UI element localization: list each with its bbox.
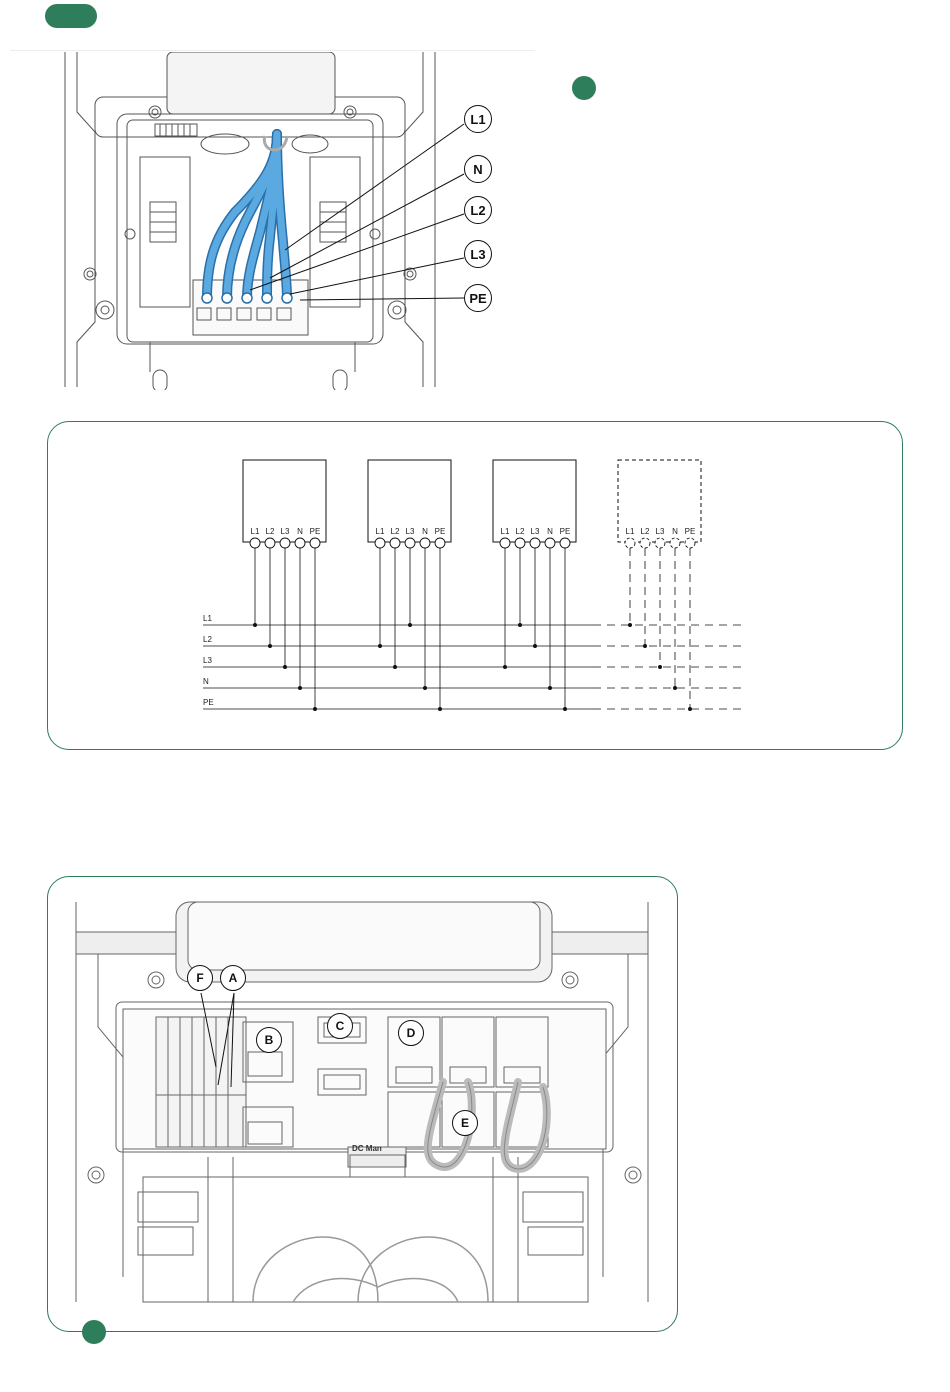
callout-l2: L2 — [464, 196, 492, 224]
terminal-label-l1: L1 — [626, 527, 635, 536]
terminal-connector — [670, 538, 680, 548]
terminal-label-pe: PE — [685, 527, 696, 536]
terminal-label-l3: L3 — [531, 527, 540, 536]
junction-dot — [393, 665, 397, 669]
junction-dot — [563, 707, 567, 711]
terminal-label-n: N — [422, 527, 428, 536]
terminal-connector — [685, 538, 695, 548]
terminal-label-n: N — [547, 527, 553, 536]
junction-dot — [533, 644, 537, 648]
terminal-connector — [310, 538, 320, 548]
terminal-label-l1: L1 — [251, 527, 260, 536]
bus-label-l1: L1 — [203, 614, 212, 623]
junction-dot — [518, 623, 522, 627]
callout-c: C — [327, 1013, 353, 1039]
callout-a: A — [220, 965, 246, 991]
junction-dot — [423, 686, 427, 690]
terminal-connector — [435, 538, 445, 548]
terminal-connector — [265, 538, 275, 548]
junction-dot — [643, 644, 647, 648]
junction-dot — [313, 707, 317, 711]
junction-dot — [503, 665, 507, 669]
junction-dot — [378, 644, 382, 648]
junction-dot — [688, 707, 692, 711]
terminal-connector — [515, 538, 525, 548]
terminal-label-l1: L1 — [501, 527, 510, 536]
junction-dot — [548, 686, 552, 690]
callout-n: N — [464, 155, 492, 183]
terminal-label-l3: L3 — [281, 527, 290, 536]
junction-dot — [268, 644, 272, 648]
terminal-connector — [655, 538, 665, 548]
terminal-label-l2: L2 — [516, 527, 525, 536]
terminal-connector — [375, 538, 385, 548]
terminal-connector — [500, 538, 510, 548]
terminal-connector — [560, 538, 570, 548]
terminal-label-pe: PE — [310, 527, 321, 536]
junction-dot — [408, 623, 412, 627]
junction-dot — [628, 623, 632, 627]
step-marker-dot-bottom — [82, 1320, 106, 1344]
bus-label-n: N — [203, 677, 209, 686]
callout-e: E — [452, 1110, 478, 1136]
junction-dot — [283, 665, 287, 669]
terminal-connector — [250, 538, 260, 548]
junction-dot — [298, 686, 302, 690]
terminal-connector — [295, 538, 305, 548]
control-board-drawing: DC Man — [48, 877, 679, 1333]
bus-label-pe: PE — [203, 698, 214, 707]
terminal-label-l3: L3 — [406, 527, 415, 536]
junction-dot — [253, 623, 257, 627]
terminal-label-l3: L3 — [656, 527, 665, 536]
junction-dot — [673, 686, 677, 690]
junction-dot — [438, 707, 442, 711]
callout-d: D — [398, 1020, 424, 1046]
callout-l1: L1 — [464, 105, 492, 133]
terminal-label-l2: L2 — [391, 527, 400, 536]
callout-b: B — [256, 1027, 282, 1053]
terminal-label-pe: PE — [435, 527, 446, 536]
board-illustration-panel: DC Man — [47, 876, 678, 1332]
callout-pe: PE — [464, 284, 492, 312]
terminal-connector — [420, 538, 430, 548]
terminal-connector — [545, 538, 555, 548]
terminal-label-n: N — [672, 527, 678, 536]
callout-f: F — [187, 965, 213, 991]
terminal-label-l2: L2 — [641, 527, 650, 536]
terminal-label-n: N — [297, 527, 303, 536]
callout-l3: L3 — [464, 240, 492, 268]
terminal-connector — [390, 538, 400, 548]
terminal-label-pe: PE — [560, 527, 571, 536]
terminal-connector — [640, 538, 650, 548]
terminal-connector — [280, 538, 290, 548]
junction-dot — [658, 665, 662, 669]
bus-label-l3: L3 — [203, 656, 212, 665]
terminal-label-l1: L1 — [376, 527, 385, 536]
terminal-connector — [405, 538, 415, 548]
board-dc-meter-text: DC Man — [352, 1144, 382, 1153]
terminal-connector — [530, 538, 540, 548]
bus-label-l2: L2 — [203, 635, 212, 644]
terminal-connector — [625, 538, 635, 548]
terminal-label-l2: L2 — [266, 527, 275, 536]
